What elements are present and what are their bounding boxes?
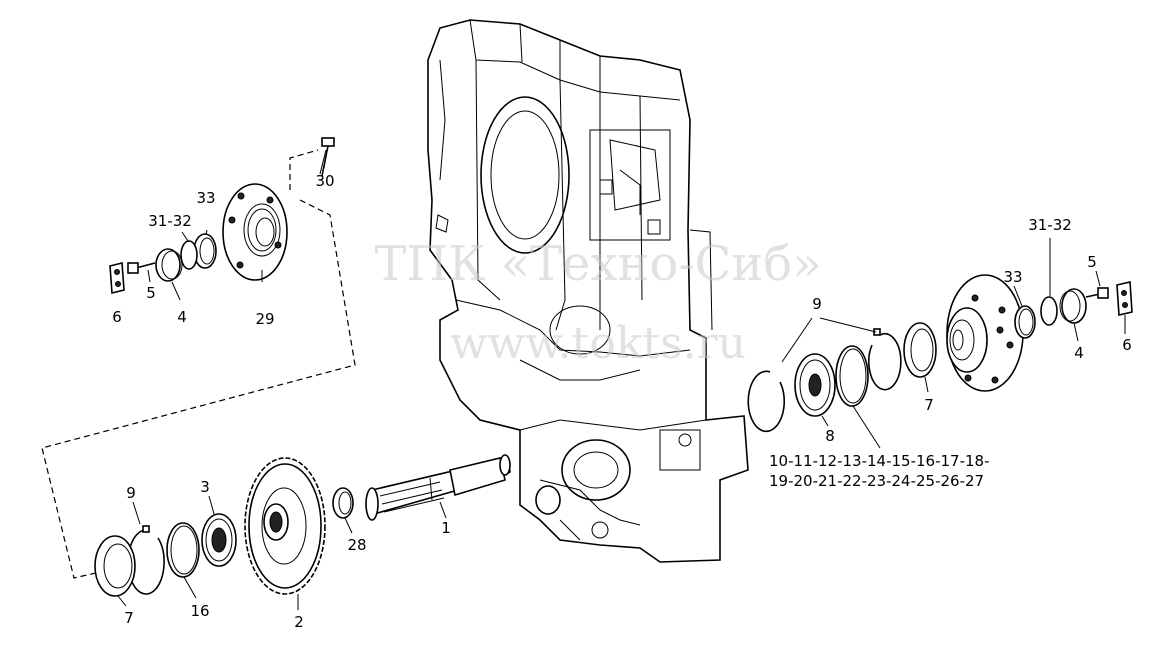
snap-ring-9-right-a (747, 317, 813, 433)
oring-33-left (193, 229, 217, 269)
lock-plate-6-left (109, 261, 125, 295)
snap-ring-9-right-b (819, 317, 902, 391)
cover-flange-right (946, 274, 1024, 392)
watermark-line2: www.tokts.ru (450, 318, 746, 369)
shim-31-32-left (180, 231, 198, 270)
callout-9-left: 9 (126, 484, 136, 502)
callout-2: 2 (294, 613, 304, 631)
bolt-5-right (1085, 270, 1109, 299)
callout-6-right: 6 (1122, 336, 1132, 354)
part-sequence-line2: 19-20-21-22-23-24-25-26-27 (769, 472, 984, 490)
bolt-30 (319, 137, 335, 177)
gear-2 (244, 457, 326, 610)
lock-plate-6-right (1116, 281, 1133, 334)
transmission-housing (427, 19, 749, 563)
callout-4-right: 4 (1074, 344, 1084, 362)
callout-5-right: 5 (1087, 253, 1097, 271)
bearing-3 (201, 495, 237, 567)
callout-8: 8 (825, 427, 835, 445)
callout-33-left: 33 (196, 189, 215, 207)
callout-4-left: 4 (177, 308, 187, 326)
ring-28 (332, 487, 354, 534)
cap-4-left (155, 248, 183, 301)
leader-30 (323, 149, 328, 169)
assembly-line-bolt (289, 149, 319, 190)
bearing-8 (794, 353, 836, 427)
callout-28: 28 (347, 536, 366, 554)
ring-16 (166, 522, 200, 599)
callout-1: 1 (441, 519, 451, 537)
watermark-line1: ТПК «Техно-Сиб» (374, 236, 821, 292)
bolt-5-left (127, 262, 156, 283)
oring-33-right (1013, 285, 1036, 339)
callout-31-32-right: 31-32 (1028, 216, 1072, 234)
part-sequence-line1: 10-11-12-13-14-15-16-17-18- (769, 452, 990, 470)
callout-7-left: 7 (124, 609, 134, 627)
ring-right (835, 345, 881, 449)
callout-33-right: 33 (1003, 268, 1022, 286)
cap-4-right (1059, 288, 1087, 342)
seal-7-right (903, 322, 937, 393)
callout-16: 16 (190, 602, 209, 620)
callout-29: 29 (255, 310, 274, 328)
callout-5-left: 5 (146, 284, 156, 302)
shim-31-32-right (1040, 238, 1058, 326)
snap-ring-9-left (127, 501, 165, 595)
callout-7-right: 7 (924, 396, 934, 414)
callout-9-right: 9 (812, 295, 822, 313)
shaft-1 (365, 454, 511, 521)
callout-30: 30 (315, 172, 334, 190)
callout-31-32-left: 31-32 (148, 212, 192, 230)
callout-3: 3 (200, 478, 210, 496)
callout-6-left: 6 (112, 308, 122, 326)
seal-7-left (94, 535, 136, 607)
cover-flange-29 (222, 183, 288, 282)
